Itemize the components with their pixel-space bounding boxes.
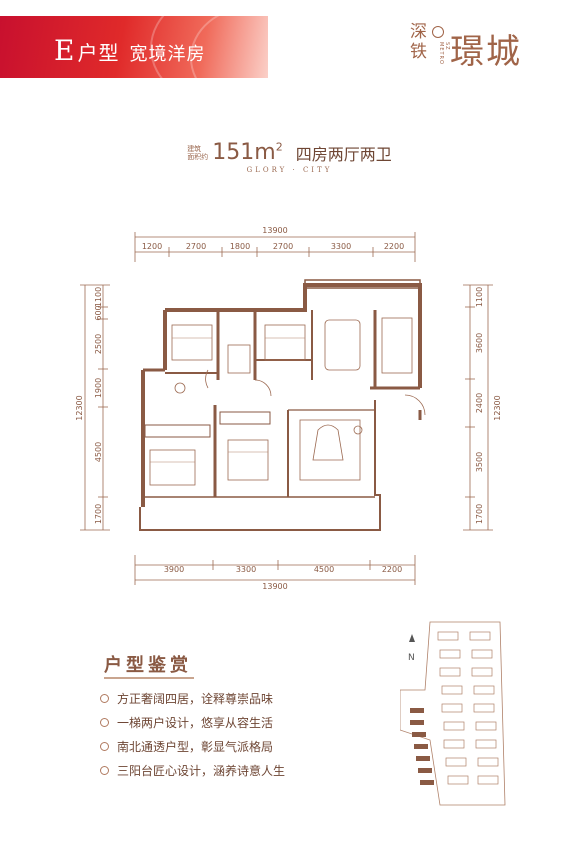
dim-left-total: 12300 xyxy=(75,395,84,420)
dim-bottom: 3900 xyxy=(164,565,184,574)
dim-left: 4500 xyxy=(94,442,103,462)
bullet-icon xyxy=(100,694,109,703)
features-underline xyxy=(104,677,194,679)
dim-top: 2700 xyxy=(273,242,293,251)
dim-left: 2500 xyxy=(94,334,103,354)
feature-item: 方正奢阔四居，诠释尊崇品味 xyxy=(100,690,273,707)
banner-swirl xyxy=(150,16,268,78)
unit-subtitle: 宽境洋房 xyxy=(129,44,206,65)
walls xyxy=(139,279,422,531)
area-label: 建筑面积约 xyxy=(187,144,209,161)
furniture xyxy=(149,317,426,486)
banner-swirl xyxy=(190,16,268,78)
north-arrow-icon xyxy=(409,634,415,642)
area-value: 151m2 xyxy=(212,140,283,165)
north-label: N xyxy=(408,653,415,663)
dim-left: 600 xyxy=(94,305,103,320)
dim-left: 1700 xyxy=(94,504,103,524)
glory-city-text: GLORY · CITY xyxy=(246,166,333,174)
dim-bottom: 2200 xyxy=(382,565,402,574)
dimension-labels: 13900 1200 2700 1800 2700 3300 2200 3900… xyxy=(142,226,404,591)
dim-bottom: 4500 xyxy=(314,565,334,574)
logo-vertical-text: SZ METRO xyxy=(438,42,450,65)
logo-name: 璟城 xyxy=(450,32,522,72)
dim-top-total: 13900 xyxy=(262,226,287,235)
dim-right: 3500 xyxy=(475,452,484,472)
feature-item: 南北通透户型，彰显气派格局 xyxy=(100,738,273,755)
unit-description: 四房两厅两卫 xyxy=(295,144,392,164)
dim-right: 1100 xyxy=(475,287,484,307)
dimension-lines xyxy=(80,232,493,585)
dim-bottom: 3300 xyxy=(236,565,256,574)
features-title: 户型鉴赏 xyxy=(104,655,192,676)
site-boundary xyxy=(400,621,506,806)
dim-top: 2700 xyxy=(186,242,206,251)
bullet-icon xyxy=(100,742,109,751)
feature-item: 一梯两户设计，悠享从容生活 xyxy=(100,714,273,731)
furniture-detail xyxy=(150,337,305,463)
logo-line1: 深铁 xyxy=(410,22,427,62)
site-buildings xyxy=(437,631,499,785)
dim-right: 3600 xyxy=(475,333,484,353)
logo-mark-icon xyxy=(432,26,444,38)
dim-bottom-total: 13900 xyxy=(262,582,287,591)
site-plan: N xyxy=(400,621,506,806)
unit-type-letter: E xyxy=(54,34,76,67)
dim-top: 3300 xyxy=(331,242,351,251)
unit-type-label: 户型 xyxy=(77,41,120,65)
dim-top: 2200 xyxy=(384,242,404,251)
dim-top: 1800 xyxy=(230,242,250,251)
dim-right: 1700 xyxy=(475,504,484,524)
brand-logo: 深铁 SZ METRO 璟城 xyxy=(410,22,530,72)
bullet-icon xyxy=(100,718,109,727)
dim-left: 1100 xyxy=(94,287,103,307)
dim-left: 1900 xyxy=(94,378,103,398)
dim-right: 2400 xyxy=(475,393,484,413)
dim-top: 1200 xyxy=(142,242,162,251)
dim-right-total: 12300 xyxy=(493,395,502,420)
dimension-labels-vertical: 12300 1100 600 2500 1900 4500 1700 1100 … xyxy=(75,287,502,524)
bullet-icon xyxy=(100,766,109,775)
feature-item: 三阳台匠心设计，涵养诗意人生 xyxy=(100,762,285,779)
site-highlight-buildings xyxy=(410,708,434,785)
unit-area-line: 建筑面积约 151m2 四房两厅两卫 xyxy=(0,140,579,165)
